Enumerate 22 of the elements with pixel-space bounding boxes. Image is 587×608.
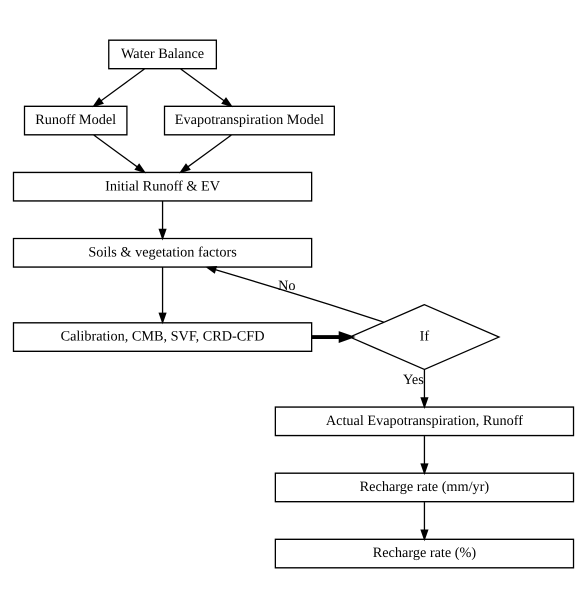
edge-label: No xyxy=(278,278,296,294)
arrow xyxy=(93,134,146,174)
node-box: Actual Evapotranspiration, Runoff xyxy=(274,406,574,436)
arrow xyxy=(178,134,232,174)
arrow xyxy=(420,370,429,409)
arrow xyxy=(312,331,356,343)
arrow xyxy=(158,201,167,240)
node-box: Calibration, CMB, SVF, CRD-CFD xyxy=(12,322,312,352)
arrow xyxy=(420,502,429,542)
node-box: Recharge rate (%) xyxy=(274,538,574,568)
node-box: Evapotranspiration Model xyxy=(164,106,335,136)
node-box: Soils & vegetation factors xyxy=(12,238,312,268)
arrow xyxy=(180,68,234,108)
arrow xyxy=(92,68,145,108)
edge-label: Yes xyxy=(403,372,424,388)
arrow xyxy=(420,436,429,476)
node-box: Water Balance xyxy=(108,40,218,70)
arrow xyxy=(204,266,384,323)
node-box: Runoff Model xyxy=(24,106,128,136)
node-box: Initial Runoff & EV xyxy=(12,172,312,202)
arrow xyxy=(158,267,167,324)
node-box: Recharge rate (mm/yr) xyxy=(274,472,574,502)
